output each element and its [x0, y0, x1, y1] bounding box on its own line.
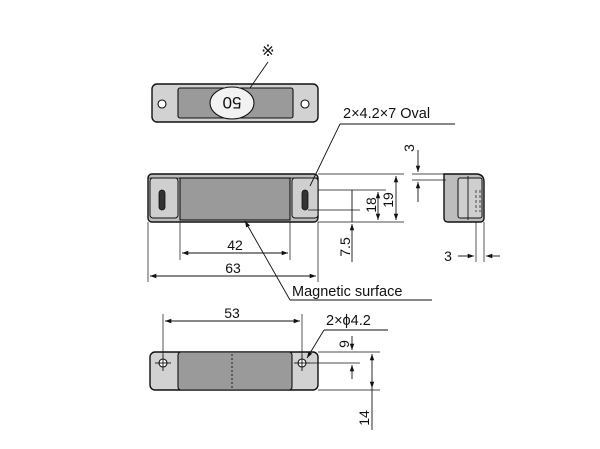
- height-dimensions: 18 19 7.5: [308, 173, 404, 262]
- magnetic-callout-text: Magnetic surface: [292, 284, 402, 300]
- dim-top-3: 3: [401, 144, 417, 152]
- dim-19: 19: [380, 192, 396, 208]
- magnetic-surface-face: [179, 177, 291, 221]
- magnetic-callout: Magnetic surface: [244, 220, 432, 301]
- stamp-number: 50: [223, 93, 242, 112]
- width-dimensions: 42 63: [147, 222, 319, 282]
- reference-leader: [249, 61, 269, 89]
- top-view-hole-right: [300, 99, 310, 109]
- side-view-boss: [457, 177, 483, 219]
- bottom-view-face: [177, 351, 293, 391]
- oval-hole-right: [301, 189, 309, 211]
- reference-mark: ※: [261, 43, 274, 60]
- hole-callout-text: 2×ϕ4.2: [326, 313, 371, 329]
- oval-callout: 2×4.2×7 Oval: [309, 106, 455, 187]
- oval-callout-text: 2×4.2×7 Oval: [343, 106, 430, 122]
- top-view: 50 ※: [151, 43, 319, 123]
- magnetic-leader: [244, 220, 291, 301]
- side-view: 3 3: [401, 144, 500, 264]
- dim-18: 18: [363, 197, 379, 213]
- top-view-hole-left: [157, 99, 167, 109]
- dim-53: 53: [224, 305, 240, 321]
- stamp-circle: [209, 86, 255, 120]
- dim-7-5: 7.5: [337, 237, 353, 257]
- oval-hole-left: [158, 189, 166, 211]
- bottom-view: [149, 351, 319, 391]
- dim-63: 63: [225, 260, 241, 276]
- dim-42: 42: [227, 237, 243, 253]
- bottom-height-dimensions: 9 14: [310, 336, 380, 430]
- dim-9: 9: [336, 340, 352, 348]
- dim-side-3: 3: [444, 248, 452, 264]
- oval-leader: [309, 123, 341, 187]
- hole-pitch-dimension: 53: [162, 305, 303, 356]
- hole-callout: 2×ϕ4.2: [306, 313, 388, 359]
- dim-14: 14: [356, 410, 372, 426]
- front-view: [147, 173, 319, 223]
